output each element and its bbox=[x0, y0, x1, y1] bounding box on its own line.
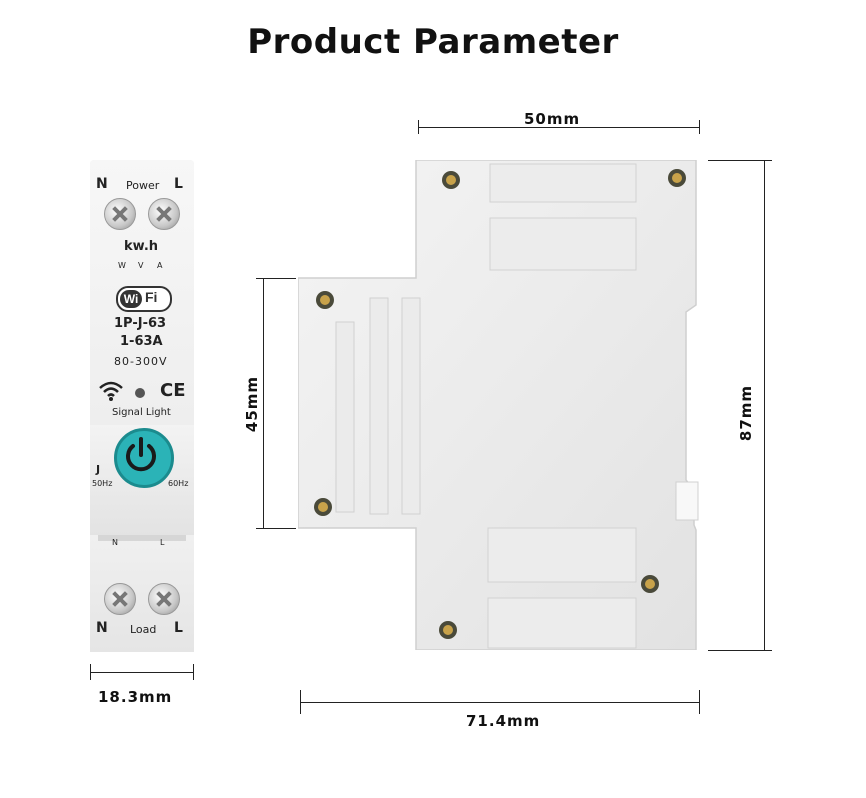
ce-mark: CE bbox=[160, 380, 186, 401]
dim-tick-device-left bbox=[90, 664, 91, 680]
model-label: 1P-J-63 bbox=[114, 316, 167, 331]
dim-tick-bottom-right bbox=[699, 690, 700, 714]
signal-light-label: Signal Light bbox=[112, 407, 171, 418]
dim-top-width: 50mm bbox=[524, 110, 581, 128]
dim-tick-top-left bbox=[418, 120, 419, 134]
power-icon bbox=[126, 437, 156, 472]
load-label: Load bbox=[130, 623, 157, 636]
power-button[interactable] bbox=[114, 428, 174, 488]
page-title: Product Parameter bbox=[247, 22, 619, 62]
screw-icon bbox=[641, 575, 659, 593]
dim-line-device bbox=[90, 672, 193, 673]
screw-icon bbox=[316, 291, 334, 309]
dim-bottom-width: 71.4mm bbox=[466, 712, 541, 730]
freq-60hz: 60Hz bbox=[168, 479, 189, 488]
dim-line-left bbox=[263, 278, 264, 528]
dim-tick-bottom-left bbox=[300, 690, 301, 714]
screw-icon bbox=[442, 171, 460, 189]
wifi-logo-wi: Wi bbox=[120, 290, 142, 308]
dim-line-top bbox=[418, 127, 700, 128]
power-label: Power bbox=[126, 179, 160, 192]
screw-icon bbox=[148, 198, 180, 230]
voltage-label: 80-300V bbox=[114, 355, 168, 368]
dim-line-right bbox=[764, 160, 765, 650]
dim-tick-left-top bbox=[256, 278, 296, 279]
dim-tick-right-bottom bbox=[708, 650, 772, 651]
dim-line-bottom bbox=[300, 702, 700, 703]
meter-label: kw.h bbox=[124, 239, 159, 254]
wifi-icon bbox=[99, 381, 123, 401]
dim-tick-left-bottom bbox=[256, 528, 296, 529]
dim-tick-right-top bbox=[708, 160, 772, 161]
dim-tick-device-right bbox=[193, 664, 194, 680]
wifi-logo-fi: Fi bbox=[145, 289, 158, 305]
bottom-small-l: L bbox=[160, 538, 165, 547]
screw-icon bbox=[314, 498, 332, 516]
signal-led bbox=[135, 388, 145, 398]
wifi-logo: Wi Fi bbox=[116, 286, 172, 312]
top-left-terminal-label: N bbox=[96, 176, 108, 192]
meter-unit-w: W bbox=[118, 261, 126, 270]
bottom-left-terminal-label: N bbox=[96, 620, 108, 636]
dim-device-width: 18.3mm bbox=[98, 688, 173, 706]
dim-left-height: 45mm bbox=[243, 375, 261, 433]
meter-unit-a: A bbox=[157, 261, 163, 270]
current-label: 1-63A bbox=[120, 334, 163, 349]
screw-icon bbox=[148, 583, 180, 615]
screw-icon bbox=[104, 198, 136, 230]
device-side-view bbox=[298, 160, 699, 650]
dim-tick-top-right bbox=[699, 120, 700, 134]
bottom-small-n: N bbox=[112, 538, 118, 547]
freq-50hz: 50Hz bbox=[92, 479, 113, 488]
meter-unit-v: V bbox=[138, 261, 144, 270]
j-label: J bbox=[96, 463, 101, 476]
screw-icon bbox=[668, 169, 686, 187]
screw-icon bbox=[104, 583, 136, 615]
top-right-terminal-label: L bbox=[174, 176, 183, 192]
dim-right-height: 87mm bbox=[737, 384, 755, 442]
screw-icon bbox=[439, 621, 457, 639]
device-groove bbox=[98, 535, 186, 541]
bottom-right-terminal-label: L bbox=[174, 620, 183, 636]
device-front-view: N Power L kw.h W V A Wi Fi 1P-J-63 1-63A… bbox=[90, 160, 194, 652]
